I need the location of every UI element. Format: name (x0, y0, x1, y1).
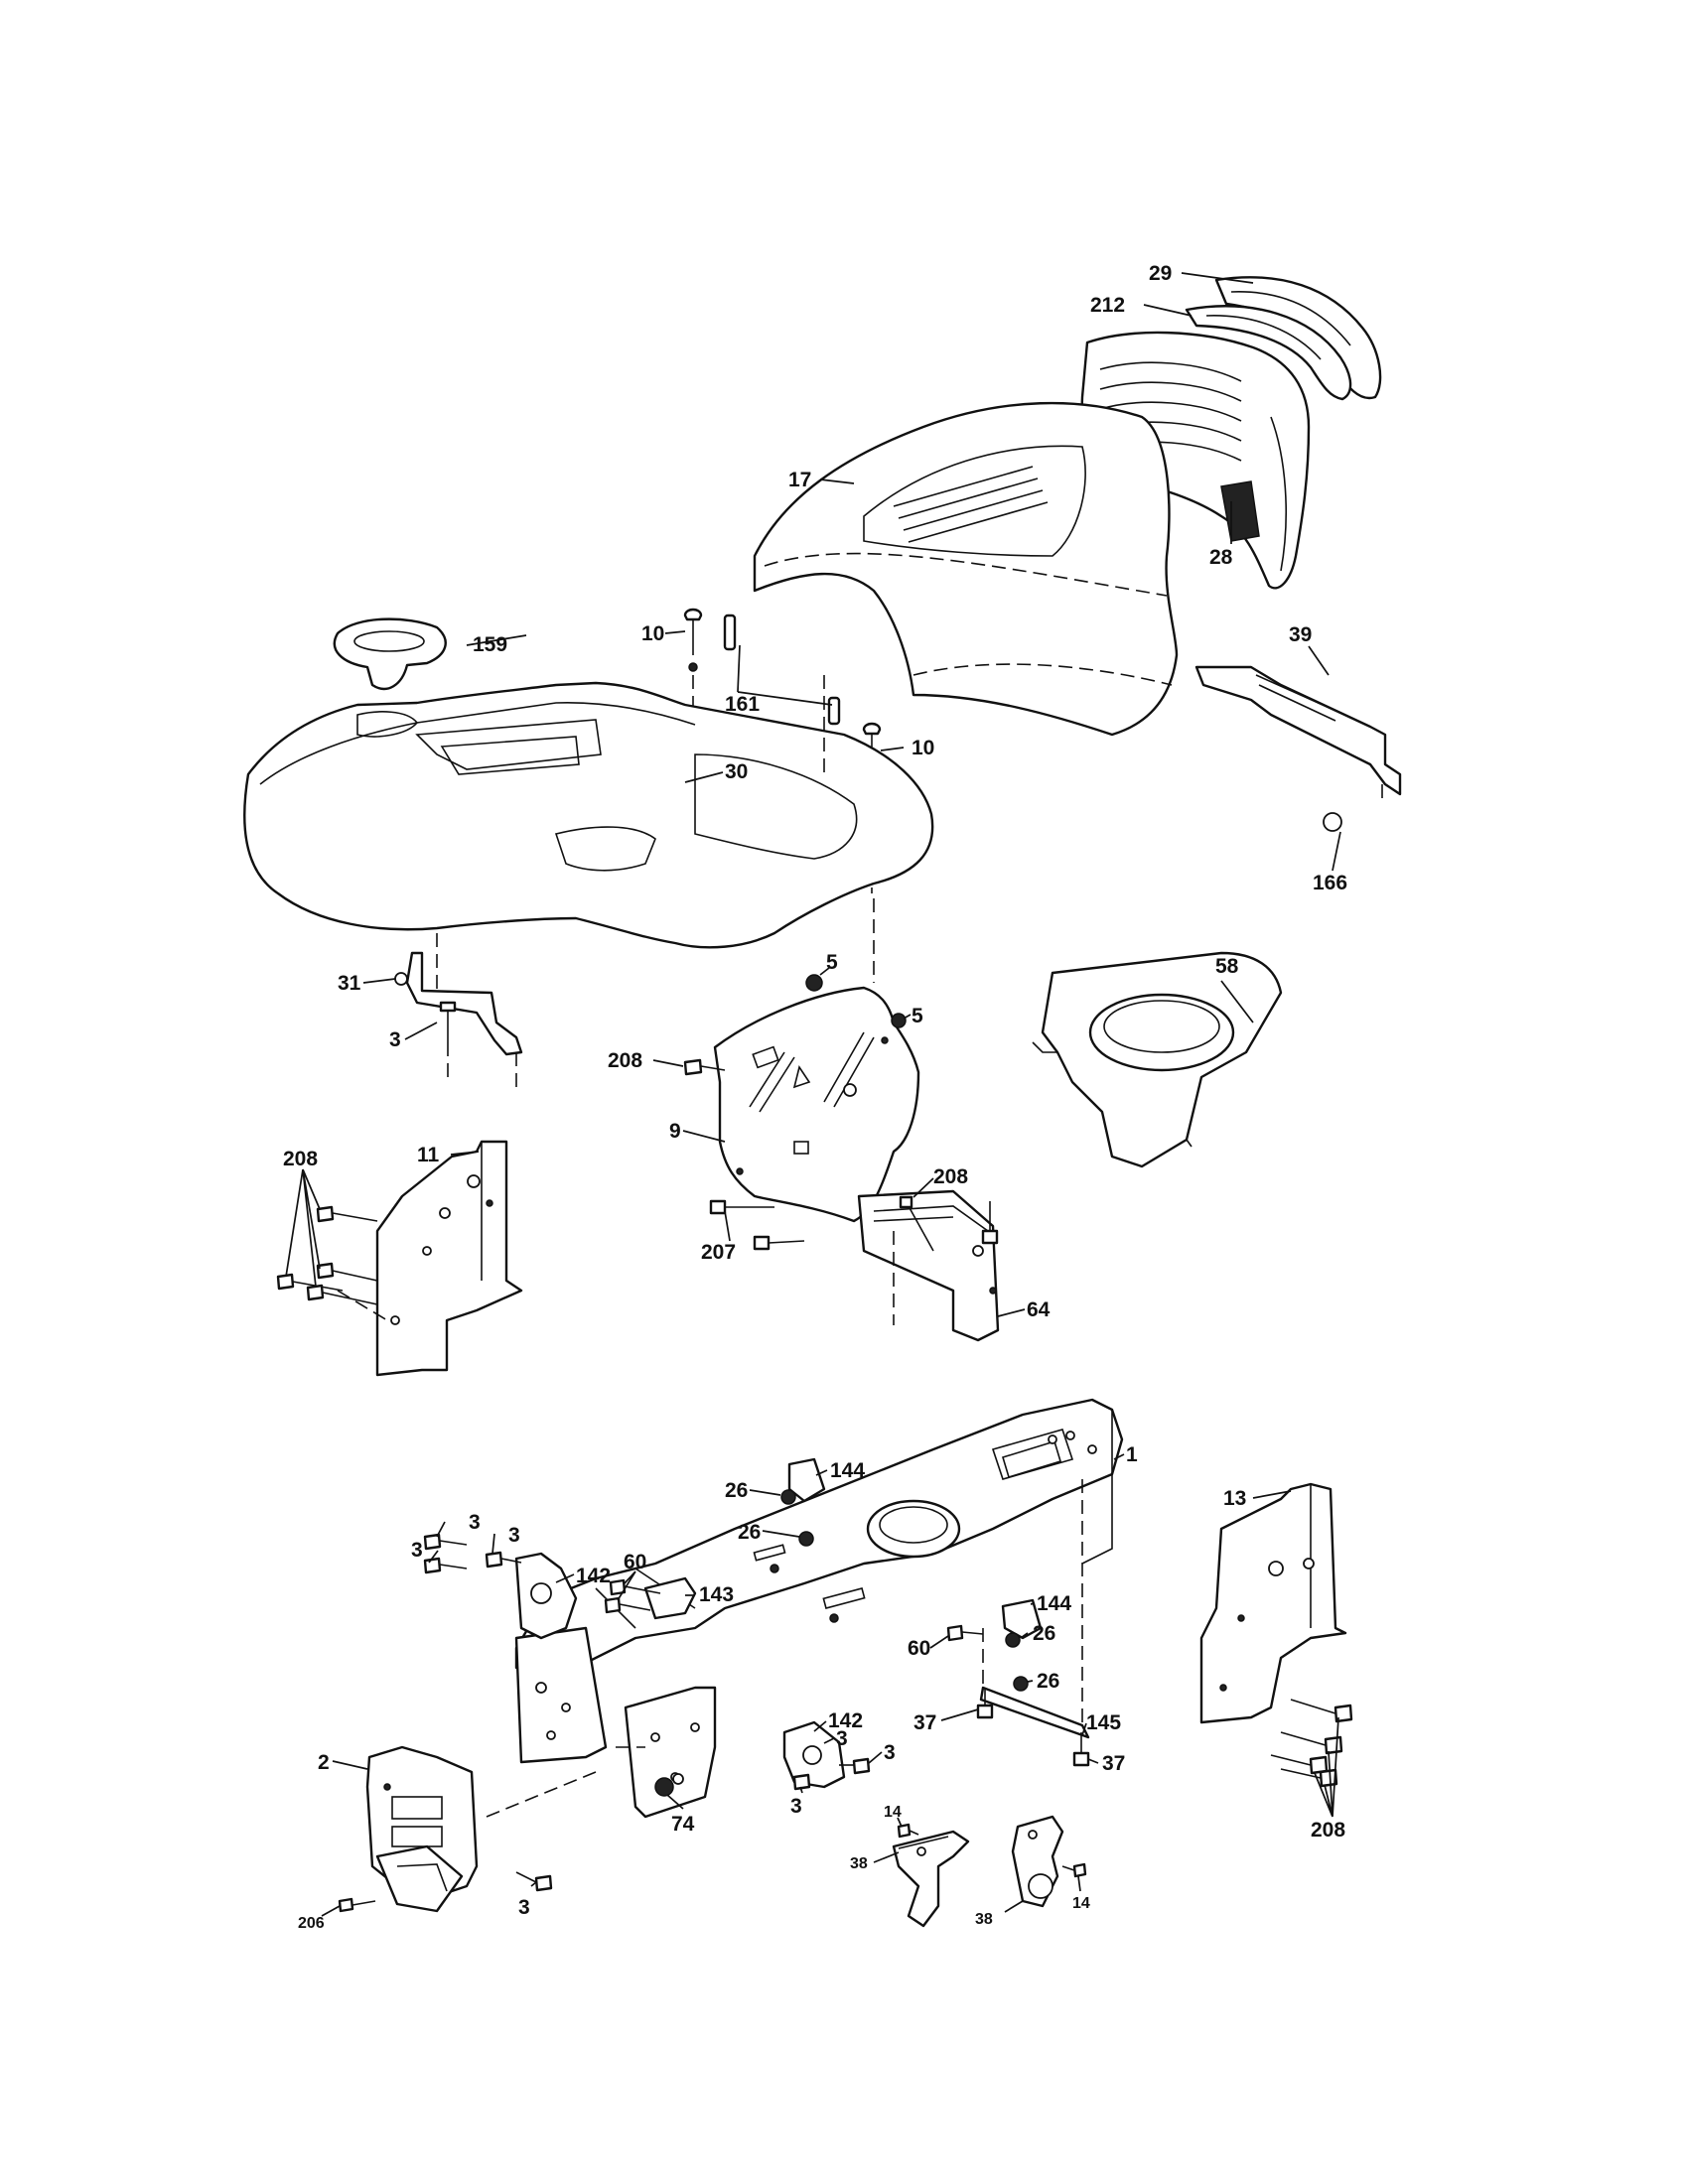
label-38a: 38 (850, 1855, 868, 1872)
label-11: 11 (417, 1144, 440, 1166)
label-208c: 208 (283, 1148, 318, 1170)
label-38b: 38 (975, 1911, 993, 1928)
label-142a: 142 (576, 1565, 611, 1587)
label-37b: 37 (1102, 1752, 1125, 1775)
leader-lines (285, 272, 1341, 1917)
pedal-brackets (892, 1815, 1087, 1928)
label-5b: 5 (912, 1005, 923, 1027)
fender-deck (243, 675, 934, 983)
hood (753, 401, 1179, 737)
label-28: 28 (1209, 546, 1233, 569)
label-208b: 208 (933, 1165, 968, 1188)
label-208a: 208 (608, 1049, 642, 1072)
grille-top-trim (1185, 276, 1382, 401)
label-143: 143 (699, 1583, 734, 1606)
label-26a: 26 (725, 1479, 748, 1502)
label-26c: 26 (1033, 1622, 1055, 1645)
label-37a: 37 (913, 1711, 936, 1734)
label-3g: 3 (790, 1795, 802, 1818)
seat-bracket (394, 933, 523, 1092)
label-60a: 60 (624, 1551, 646, 1573)
label-166: 166 (1313, 872, 1347, 894)
label-10a: 10 (641, 622, 664, 645)
label-64: 64 (1027, 1298, 1051, 1321)
label-39: 39 (1289, 623, 1312, 646)
label-74: 74 (671, 1813, 695, 1836)
label-30: 30 (725, 760, 748, 783)
label-144b: 144 (1037, 1592, 1071, 1615)
label-5a: 5 (826, 951, 838, 974)
label-26d: 26 (1037, 1670, 1059, 1693)
label-3e: 3 (836, 1727, 848, 1750)
side-panel-left (276, 1140, 523, 1377)
frame-brackets (514, 1457, 1090, 1789)
label-58: 58 (1215, 955, 1239, 978)
label-3a: 3 (389, 1028, 401, 1051)
label-60b: 60 (908, 1637, 930, 1660)
hood-bracket (1194, 665, 1402, 796)
label-17: 17 (788, 469, 811, 491)
callout-labels: 29 212 17 28 39 166 10 161 159 10 30 31 … (283, 262, 1347, 1932)
label-3h: 3 (518, 1896, 530, 1919)
label-3b: 3 (469, 1511, 481, 1534)
label-159: 159 (473, 633, 507, 656)
label-26b: 26 (738, 1521, 761, 1544)
label-2: 2 (318, 1751, 330, 1774)
label-206: 206 (298, 1915, 325, 1932)
label-31: 31 (338, 972, 361, 995)
fasteners-top (683, 608, 1383, 893)
label-29: 29 (1149, 262, 1172, 285)
label-14a: 14 (884, 1804, 902, 1821)
cup-holder (333, 617, 447, 691)
label-212: 212 (1090, 294, 1125, 317)
label-14b: 14 (1072, 1895, 1090, 1912)
dash-panel (683, 974, 920, 1251)
front-plate (338, 1745, 597, 1913)
label-142b: 142 (828, 1709, 863, 1732)
label-13: 13 (1223, 1487, 1246, 1510)
label-161: 161 (725, 693, 760, 716)
label-3d: 3 (411, 1539, 423, 1562)
side-panel-right (1199, 1482, 1353, 1788)
label-207: 207 (701, 1241, 736, 1264)
label-145: 145 (1086, 1711, 1121, 1734)
dash-bracket (857, 1189, 1000, 1342)
label-144a: 144 (830, 1459, 865, 1482)
label-1: 1 (1126, 1443, 1138, 1466)
label-10b: 10 (912, 737, 934, 759)
label-3f: 3 (884, 1741, 896, 1764)
label-3c: 3 (508, 1524, 520, 1547)
fuel-tank-cover (1032, 951, 1283, 1168)
label-208d: 208 (1311, 1819, 1345, 1842)
label-9: 9 (669, 1120, 681, 1143)
